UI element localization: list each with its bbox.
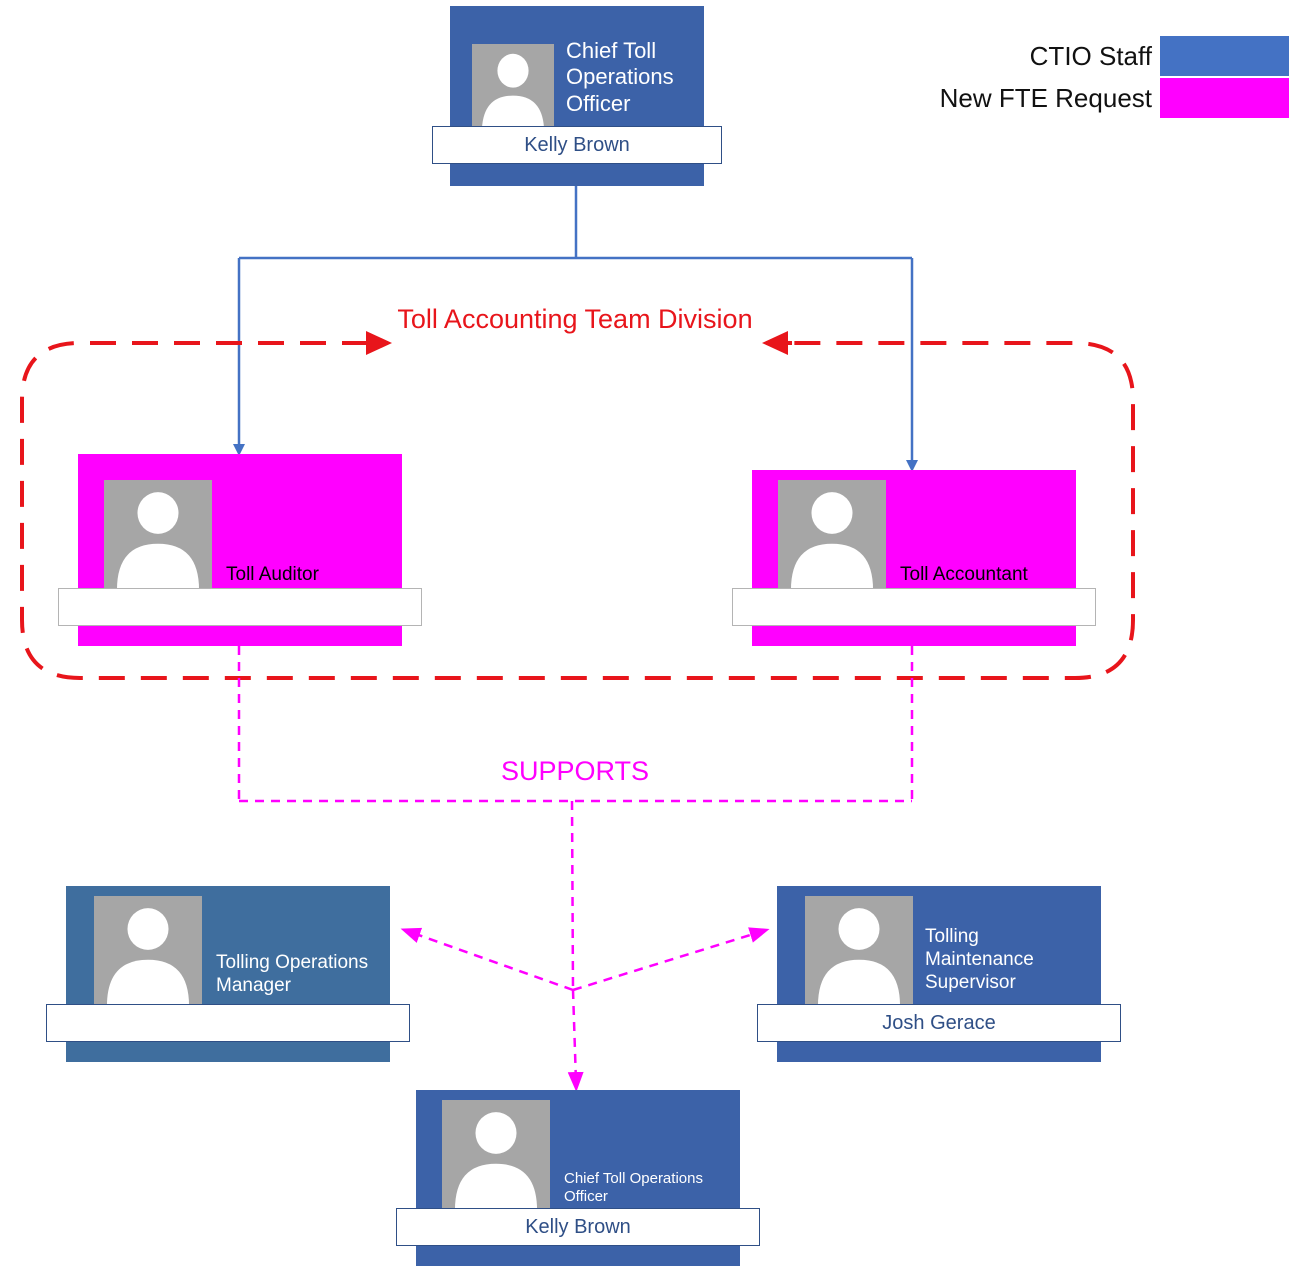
card-toll-accountant: Toll Accountant	[732, 470, 1096, 646]
card-name: Josh Gerace	[757, 1004, 1121, 1042]
card-tolling-operations-manager: Tolling Operations Manager	[46, 886, 410, 1062]
legend-swatch-ctio-staff	[1160, 36, 1289, 76]
card-title: Toll Accountant	[900, 564, 1028, 585]
card-name	[732, 588, 1096, 626]
person-silhouette-icon	[94, 896, 202, 1006]
supports-arrow-to-ops-manager	[400, 927, 574, 992]
person-silhouette-icon	[472, 44, 554, 133]
division-label: Toll Accounting Team Division	[397, 304, 753, 334]
card-title: Chief Toll Operations Officer	[566, 38, 674, 116]
supports-line-stem	[570, 800, 575, 991]
person-silhouette-icon	[104, 480, 212, 590]
supports-arrow-to-chief-bottom	[567, 989, 584, 1092]
card-tolling-maintenance-supervisor: Tolling Maintenance Supervisor Josh Gera…	[757, 886, 1121, 1062]
person-silhouette-icon	[778, 480, 886, 590]
card-title: Tolling Maintenance Supervisor	[925, 926, 1034, 993]
card-chief-toll-operations-officer-top: Chief Toll Operations Officer Kelly Brow…	[432, 6, 722, 186]
person-silhouette-icon	[442, 1100, 550, 1210]
card-title: Tolling Operations Manager	[216, 952, 369, 996]
legend-label-ctio-staff: CTIO Staff	[1029, 40, 1152, 71]
card-name: Kelly Brown	[396, 1208, 760, 1246]
legend-label-new-fte-request: New FTE Request	[939, 82, 1152, 113]
legend-item-ctio-staff: CTIO Staff	[1030, 36, 1289, 76]
supports-label: SUPPORTS	[500, 756, 650, 786]
card-name	[58, 588, 422, 626]
division-boundary	[20, 341, 1135, 680]
legend-swatch-new-fte-request	[1160, 78, 1289, 118]
legend-item-new-fte-request: New FTE Request	[940, 78, 1289, 118]
supports-arrow-to-maint-supervisor	[572, 927, 770, 992]
card-name: Kelly Brown	[432, 126, 722, 164]
card-toll-auditor: Toll Auditor	[58, 454, 422, 646]
legend: CTIO Staff New FTE Request	[900, 34, 1289, 120]
card-name	[46, 1004, 410, 1042]
card-chief-toll-operations-officer-bottom: Chief Toll Operations Officer Kelly Brow…	[396, 1090, 760, 1266]
card-title: Toll Auditor	[226, 564, 319, 585]
person-silhouette-icon	[805, 896, 913, 1006]
card-title: Chief Toll Operations Officer	[564, 1170, 703, 1205]
